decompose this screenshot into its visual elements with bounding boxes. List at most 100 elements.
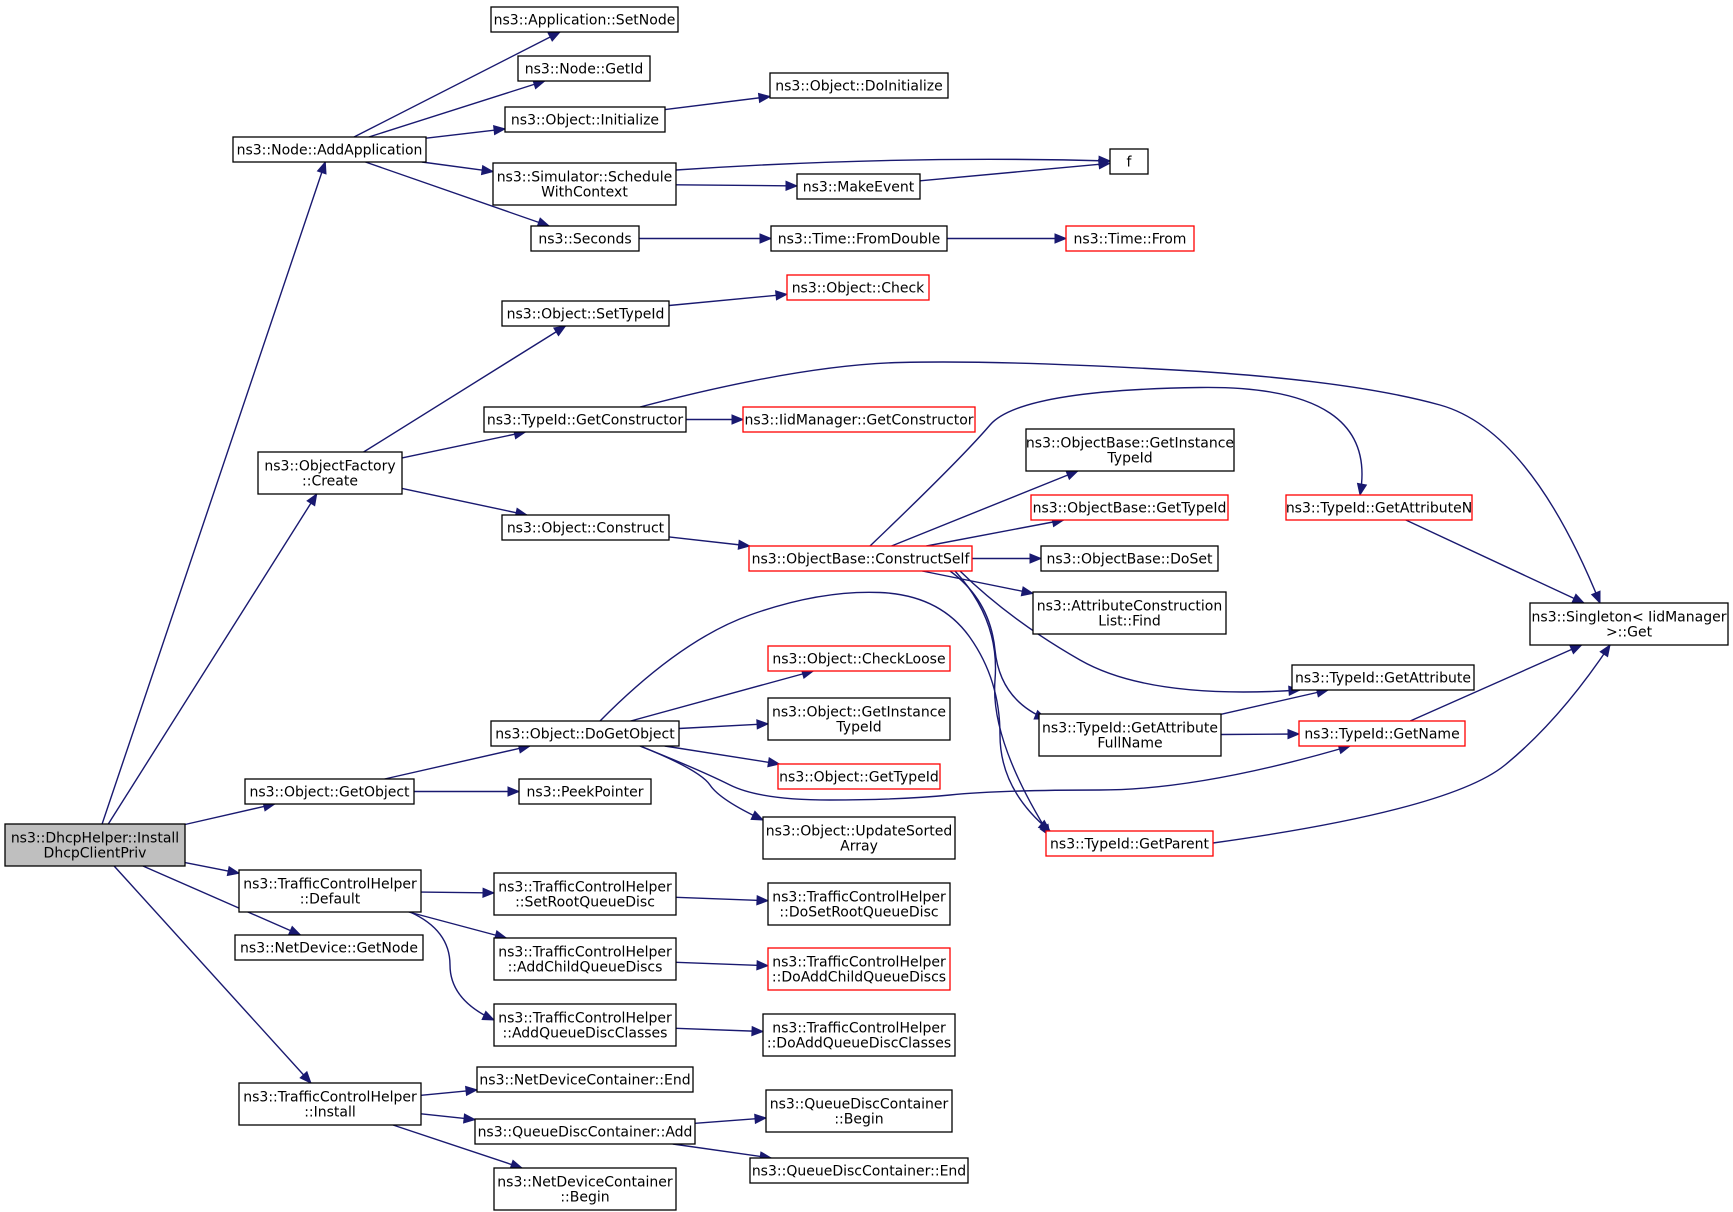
node-obConstructSelf[interactable]: ns3::ObjectBase::ConstructSelf: [748, 545, 973, 572]
node-tchDefault[interactable]: ns3::TrafficControlHelper::Default: [238, 869, 422, 913]
node-objDoGetObject[interactable]: ns3::Object::DoGetObject: [490, 720, 680, 747]
node-label: ns3::Time::FromDouble: [778, 232, 941, 248]
node-ndcEnd[interactable]: ns3::NetDeviceContainer::End: [476, 1066, 694, 1093]
node-label: ns3::TypeId::GetAttribute: [1295, 671, 1471, 687]
node-label: ns3::Object::SetTypeId: [507, 307, 665, 323]
node-timeFromDouble[interactable]: ns3::Time::FromDouble: [770, 225, 948, 252]
node-objSetTypeId[interactable]: ns3::Object::SetTypeId: [501, 300, 670, 327]
node-label: ns3::ObjectBase::GetInstance: [1026, 436, 1234, 452]
edge-tchSetRoot-to-tchDoSetRoot: [675, 895, 770, 906]
node-seconds[interactable]: ns3::Seconds: [530, 225, 640, 252]
node-objGetTypeId[interactable]: ns3::Object::GetTypeId: [777, 763, 941, 790]
edge-simSched-to-makeEvent: [675, 180, 799, 192]
edge-getObject-to-peekPointer: [414, 786, 521, 797]
node-label: ::AddQueueDiscClasses: [503, 1026, 668, 1042]
edge-timeFromDouble-to-timeFrom: [947, 233, 1068, 244]
node-singletonGet[interactable]: ns3::Singleton< IidManager>::Get: [1529, 602, 1729, 646]
node-label: ns3::Object::DoGetObject: [495, 727, 675, 743]
node-tchInstall[interactable]: ns3::TrafficControlHelper::Install: [238, 1082, 422, 1126]
node-tidGetAttr[interactable]: ns3::TypeId::GetAttribute: [1291, 664, 1475, 691]
node-label: ns3::TrafficControlHelper: [772, 890, 946, 906]
node-objCheck[interactable]: ns3::Object::Check: [786, 274, 930, 301]
node-label: Array: [840, 839, 878, 855]
node-tchDoSetRoot[interactable]: ns3::TrafficControlHelper::DoSetRootQueu…: [767, 882, 951, 926]
node-label: WithContext: [541, 185, 628, 201]
edge-tchInstall-to-qdcAdd: [420, 1113, 477, 1124]
node-label: ns3::TrafficControlHelper: [498, 1011, 672, 1027]
edge-tchDefault-to-tchAddClasses: [409, 911, 496, 1021]
node-obDoSet[interactable]: ns3::ObjectBase::DoSet: [1040, 545, 1219, 572]
edge-objDoGetObject-to-objUpdSorted: [639, 745, 765, 821]
node-ofCreate[interactable]: ns3::ObjectFactory::Create: [257, 451, 403, 495]
node-qdcBegin[interactable]: ns3::QueueDiscContainer::Begin: [765, 1089, 953, 1133]
node-label: ns3::QueueDiscContainer::Add: [478, 1125, 693, 1141]
node-ndGetNode[interactable]: ns3::NetDevice::GetNode: [234, 934, 424, 961]
node-tchDoAddChild[interactable]: ns3::TrafficControlHelper::DoAddChildQue…: [767, 947, 951, 991]
edge-qdcAdd-to-qdcBegin: [694, 1113, 768, 1125]
node-timeFrom[interactable]: ns3::Time::From: [1065, 225, 1195, 252]
node-label: ns3::Application::SetNode: [494, 13, 676, 29]
node-tidGetParent[interactable]: ns3::TypeId::GetParent: [1045, 830, 1214, 857]
node-label: ::Begin: [834, 1112, 883, 1128]
nodes-layer: ns3::DhcpHelper::InstallDhcpClientPrivns…: [4, 6, 1729, 1211]
node-appSetNode[interactable]: ns3::Application::SetNode: [490, 6, 679, 33]
node-label: ns3::Object::GetObject: [249, 785, 410, 801]
node-label: ns3::TypeId::GetParent: [1050, 837, 1209, 853]
node-tidGetCons[interactable]: ns3::TypeId::GetConstructor: [483, 406, 687, 433]
edge-obConstructSelf-to-acFind: [922, 570, 1035, 597]
edge-root-to-ofCreate: [107, 492, 318, 825]
edge-obConstructSelf-to-obGetTypeId: [926, 516, 1065, 547]
node-objDoInit[interactable]: ns3::Object::DoInitialize: [769, 72, 949, 99]
node-obGetTypeId[interactable]: ns3::ObjectBase::GetTypeId: [1030, 494, 1229, 521]
node-label: ns3::TypeId::GetName: [1304, 727, 1459, 743]
node-objCheckLoose[interactable]: ns3::Object::CheckLoose: [767, 645, 951, 672]
node-label: ns3::ObjectFactory: [264, 459, 395, 475]
node-addApp[interactable]: ns3::Node::AddApplication: [232, 136, 427, 163]
node-qdcAdd[interactable]: ns3::QueueDiscContainer::Add: [474, 1118, 696, 1145]
node-label: ns3::ObjectBase::GetTypeId: [1033, 501, 1227, 517]
node-label: ns3::Object::UpdateSorted: [766, 824, 952, 840]
node-peekPointer[interactable]: ns3::PeekPointer: [518, 778, 652, 805]
node-label: ns3::Object::GetTypeId: [779, 770, 939, 786]
edge-obConstructSelf-to-obDoSet: [972, 553, 1043, 564]
node-iidGetCons[interactable]: ns3::IidManager::GetConstructor: [742, 406, 976, 433]
node-label: ns3::Object::CheckLoose: [772, 652, 945, 668]
edge-root-to-getObject: [184, 801, 276, 826]
node-objConstruct[interactable]: ns3::Object::Construct: [501, 514, 670, 541]
node-label: ns3::Object::DoInitialize: [775, 79, 942, 95]
node-label: TypeId: [1106, 451, 1152, 467]
edge-tchDefault-to-tchAddChild: [408, 911, 508, 941]
node-label: ::Create: [302, 474, 358, 490]
node-tchSetRoot[interactable]: ns3::TrafficControlHelper::SetRootQueueD…: [493, 872, 677, 916]
edge-tidGetParent-to-singletonGet: [1212, 643, 1611, 844]
node-label: ::DoSetRootQueueDisc: [779, 905, 938, 921]
node-tidGetName[interactable]: ns3::TypeId::GetName: [1298, 720, 1466, 747]
node-qdcEnd[interactable]: ns3::QueueDiscContainer::End: [749, 1157, 969, 1184]
node-tchDoAddClasses[interactable]: ns3::TrafficControlHelper::DoAddQueueDis…: [762, 1013, 956, 1057]
edge-obConstructSelf-to-tidGetAttrN: [869, 386, 1368, 547]
node-label: ns3::TrafficControlHelper: [498, 945, 672, 961]
node-label: ns3::QueueDiscContainer: [770, 1097, 949, 1113]
node-nodeGetId[interactable]: ns3::Node::GetId: [517, 55, 651, 82]
node-objInit[interactable]: ns3::Object::Initialize: [504, 106, 666, 133]
node-label: FullName: [1097, 736, 1162, 752]
node-ndcBegin[interactable]: ns3::NetDeviceContainer::Begin: [493, 1167, 677, 1211]
node-label: ns3::TypeId::GetConstructor: [487, 413, 683, 429]
node-label: ns3::TypeId::GetAttributeN: [1286, 501, 1472, 517]
node-tchAddChild[interactable]: ns3::TrafficControlHelper::AddChildQueue…: [493, 937, 677, 981]
node-makeEvent[interactable]: ns3::MakeEvent: [796, 173, 921, 200]
node-label: ::Begin: [560, 1190, 609, 1206]
node-tchAddClasses[interactable]: ns3::TrafficControlHelper::AddQueueDiscC…: [493, 1003, 677, 1047]
node-tidGetAttrN[interactable]: ns3::TypeId::GetAttributeN: [1285, 494, 1473, 521]
node-f[interactable]: f: [1109, 148, 1149, 175]
node-getObject[interactable]: ns3::Object::GetObject: [244, 778, 415, 805]
edge-obConstructSelf-to-obGetInstTid: [891, 470, 1080, 547]
edge-objDoGetObject-to-objGetTypeId: [664, 745, 781, 768]
